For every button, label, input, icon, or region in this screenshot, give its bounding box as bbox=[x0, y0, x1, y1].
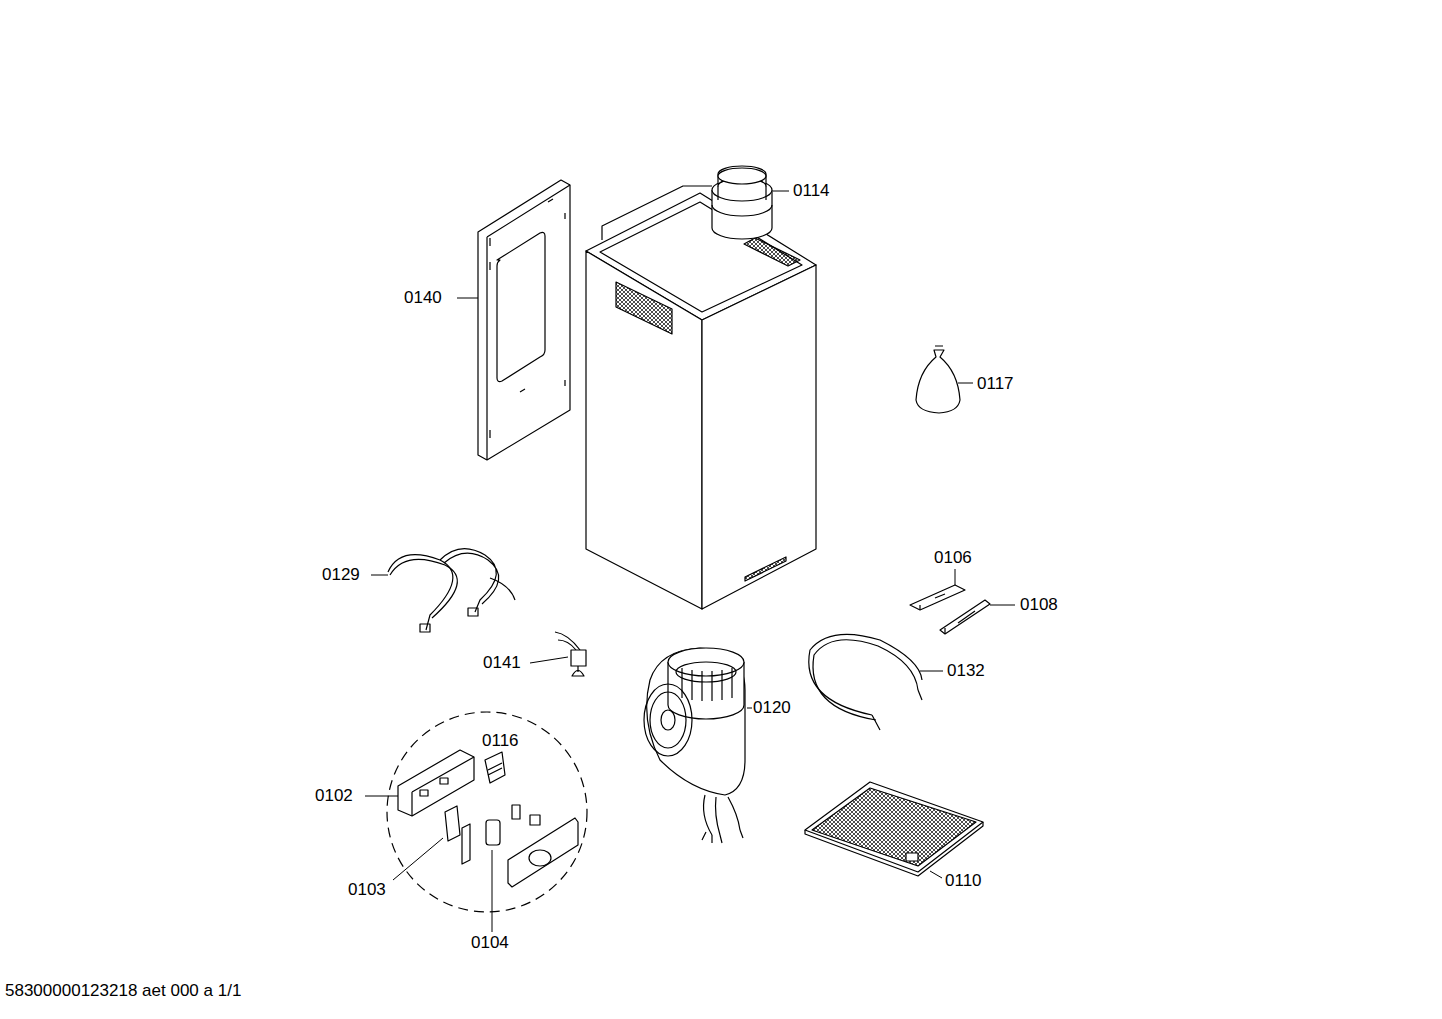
callout-number: 0110 bbox=[945, 871, 982, 891]
callout-number: 0103 bbox=[348, 880, 386, 900]
leader-lines bbox=[365, 191, 1015, 932]
callout-number: 0102 bbox=[315, 786, 353, 806]
callout-number: 0132 bbox=[947, 661, 985, 681]
callout-number: 0117 bbox=[977, 374, 1014, 394]
lamp-holder bbox=[555, 632, 586, 676]
callout-number: 0106 bbox=[934, 548, 972, 568]
screw-bag bbox=[916, 346, 960, 413]
mounting-panel bbox=[478, 180, 570, 460]
callout-number: 0114 bbox=[793, 181, 830, 201]
callout-number: 0104 bbox=[471, 933, 509, 953]
callout-number: 0120 bbox=[753, 698, 791, 718]
power-cable bbox=[809, 634, 922, 730]
document-number: 58300000123218 aet 000 a 1/1 bbox=[5, 981, 241, 1001]
grease-filter bbox=[805, 782, 983, 876]
callout-number: 0140 bbox=[404, 288, 442, 308]
chimney-housing bbox=[586, 186, 816, 609]
callout-number: 0129 bbox=[322, 565, 360, 585]
callout-number: 0116 bbox=[482, 731, 519, 751]
blower-motor bbox=[644, 648, 745, 843]
callout-number: 0108 bbox=[1020, 595, 1058, 615]
callout-number: 0141 bbox=[483, 653, 521, 673]
mounting-clips bbox=[910, 585, 990, 634]
control-module bbox=[387, 712, 587, 912]
duct-collar bbox=[712, 166, 772, 239]
wiring-harness bbox=[388, 549, 515, 632]
